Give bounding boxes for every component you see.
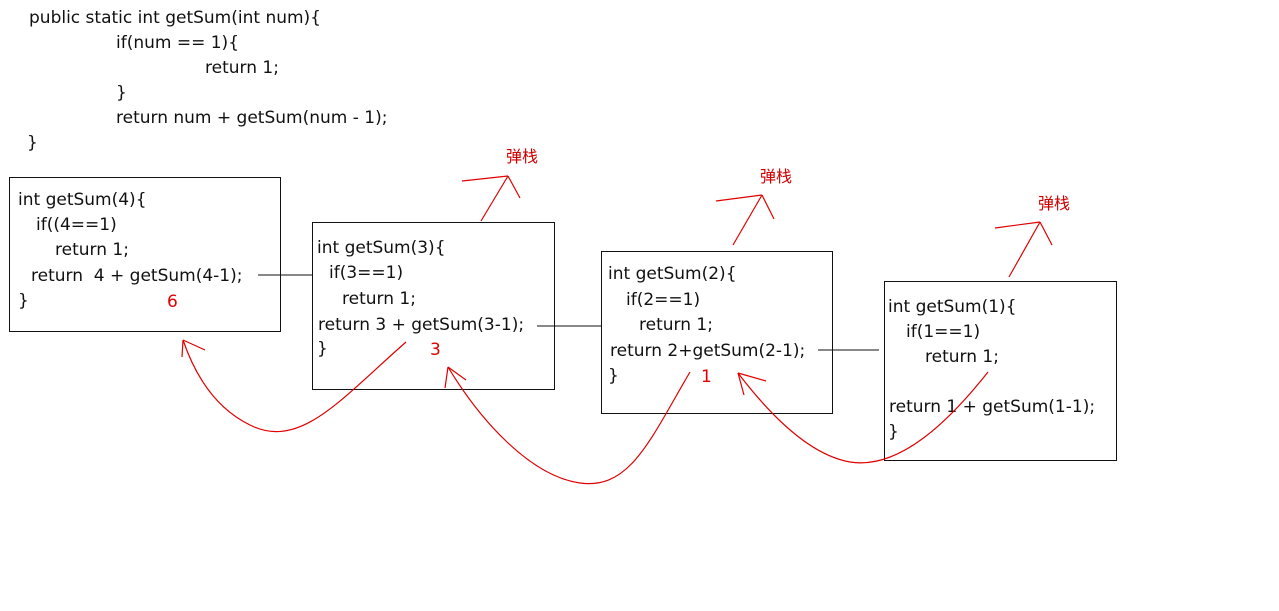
return-arrow [181,339,407,433]
frame-line: int getSum(2){ [608,264,737,284]
code-line: if(num == 1){ [116,33,240,53]
frame-line: return 1; [925,347,999,367]
pop-arrow [715,194,775,246]
stack-frame-getsum-3: int getSum(3){ if(3==1) return 1; return… [312,222,555,390]
frame-line: return 3 + getSum(3-1); [318,315,525,335]
result-value: 6 [167,292,178,312]
pop-arrow [461,175,521,222]
code-line: return num + getSum(num - 1); [116,108,388,128]
stack-frame-getsum-2: int getSum(2){ if(2==1) return 1; return… [601,251,833,414]
frame-line: if((4==1) [36,215,117,235]
code-line: } [116,83,127,103]
code-line: } [27,133,38,153]
frame-line: int getSum(1){ [888,297,1017,317]
result-value: 1 [701,367,712,387]
frame-line: return 1; [639,315,713,335]
frame-line: return 1; [342,289,416,309]
stack-frame-getsum-1: int getSum(1){ if(1==1) return 1; return… [884,281,1117,461]
frame-line: if(2==1) [626,290,701,310]
frame-line: return 4 + getSum(4-1); [31,266,243,286]
pop-stack-label: 弹栈 [760,167,793,186]
pop-arrow [994,221,1053,278]
pop-stack-label: 弹栈 [1038,194,1071,213]
pop-stack-label: 弹栈 [506,147,539,166]
frame-line: return 2+getSum(2-1); [610,341,806,361]
frame-line: if(3==1) [329,263,404,283]
frame-line: } [317,339,328,359]
frame-line: int getSum(3){ [317,238,446,258]
result-value: 3 [430,340,441,360]
frame-line: int getSum(4){ [18,190,147,210]
stack-frame-getsum-4: int getSum(4){ if((4==1) return 1; retur… [9,177,281,332]
return-arrow [444,366,691,485]
frame-line: return 1 + getSum(1-1); [889,397,1096,417]
frame-line: } [888,422,899,442]
frame-line: return 1; [55,240,129,260]
frame-line: } [18,291,29,311]
return-arrow [737,371,989,464]
code-line: public static int getSum(int num){ [29,8,321,28]
code-line: return 1; [205,58,279,78]
frame-line: } [608,366,619,386]
frame-line: if(1==1) [906,322,981,342]
